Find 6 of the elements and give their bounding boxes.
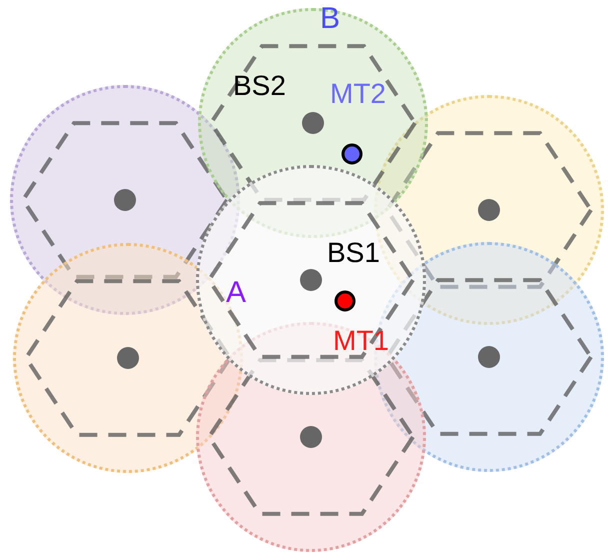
base-station-label: BS1 (327, 237, 380, 269)
terminal-label: MT2 (330, 78, 386, 110)
terminal-label: MT1 (333, 325, 389, 357)
base-station-label: BS2 (233, 70, 286, 102)
region-label: B (320, 2, 340, 36)
region-label: A (226, 276, 246, 310)
